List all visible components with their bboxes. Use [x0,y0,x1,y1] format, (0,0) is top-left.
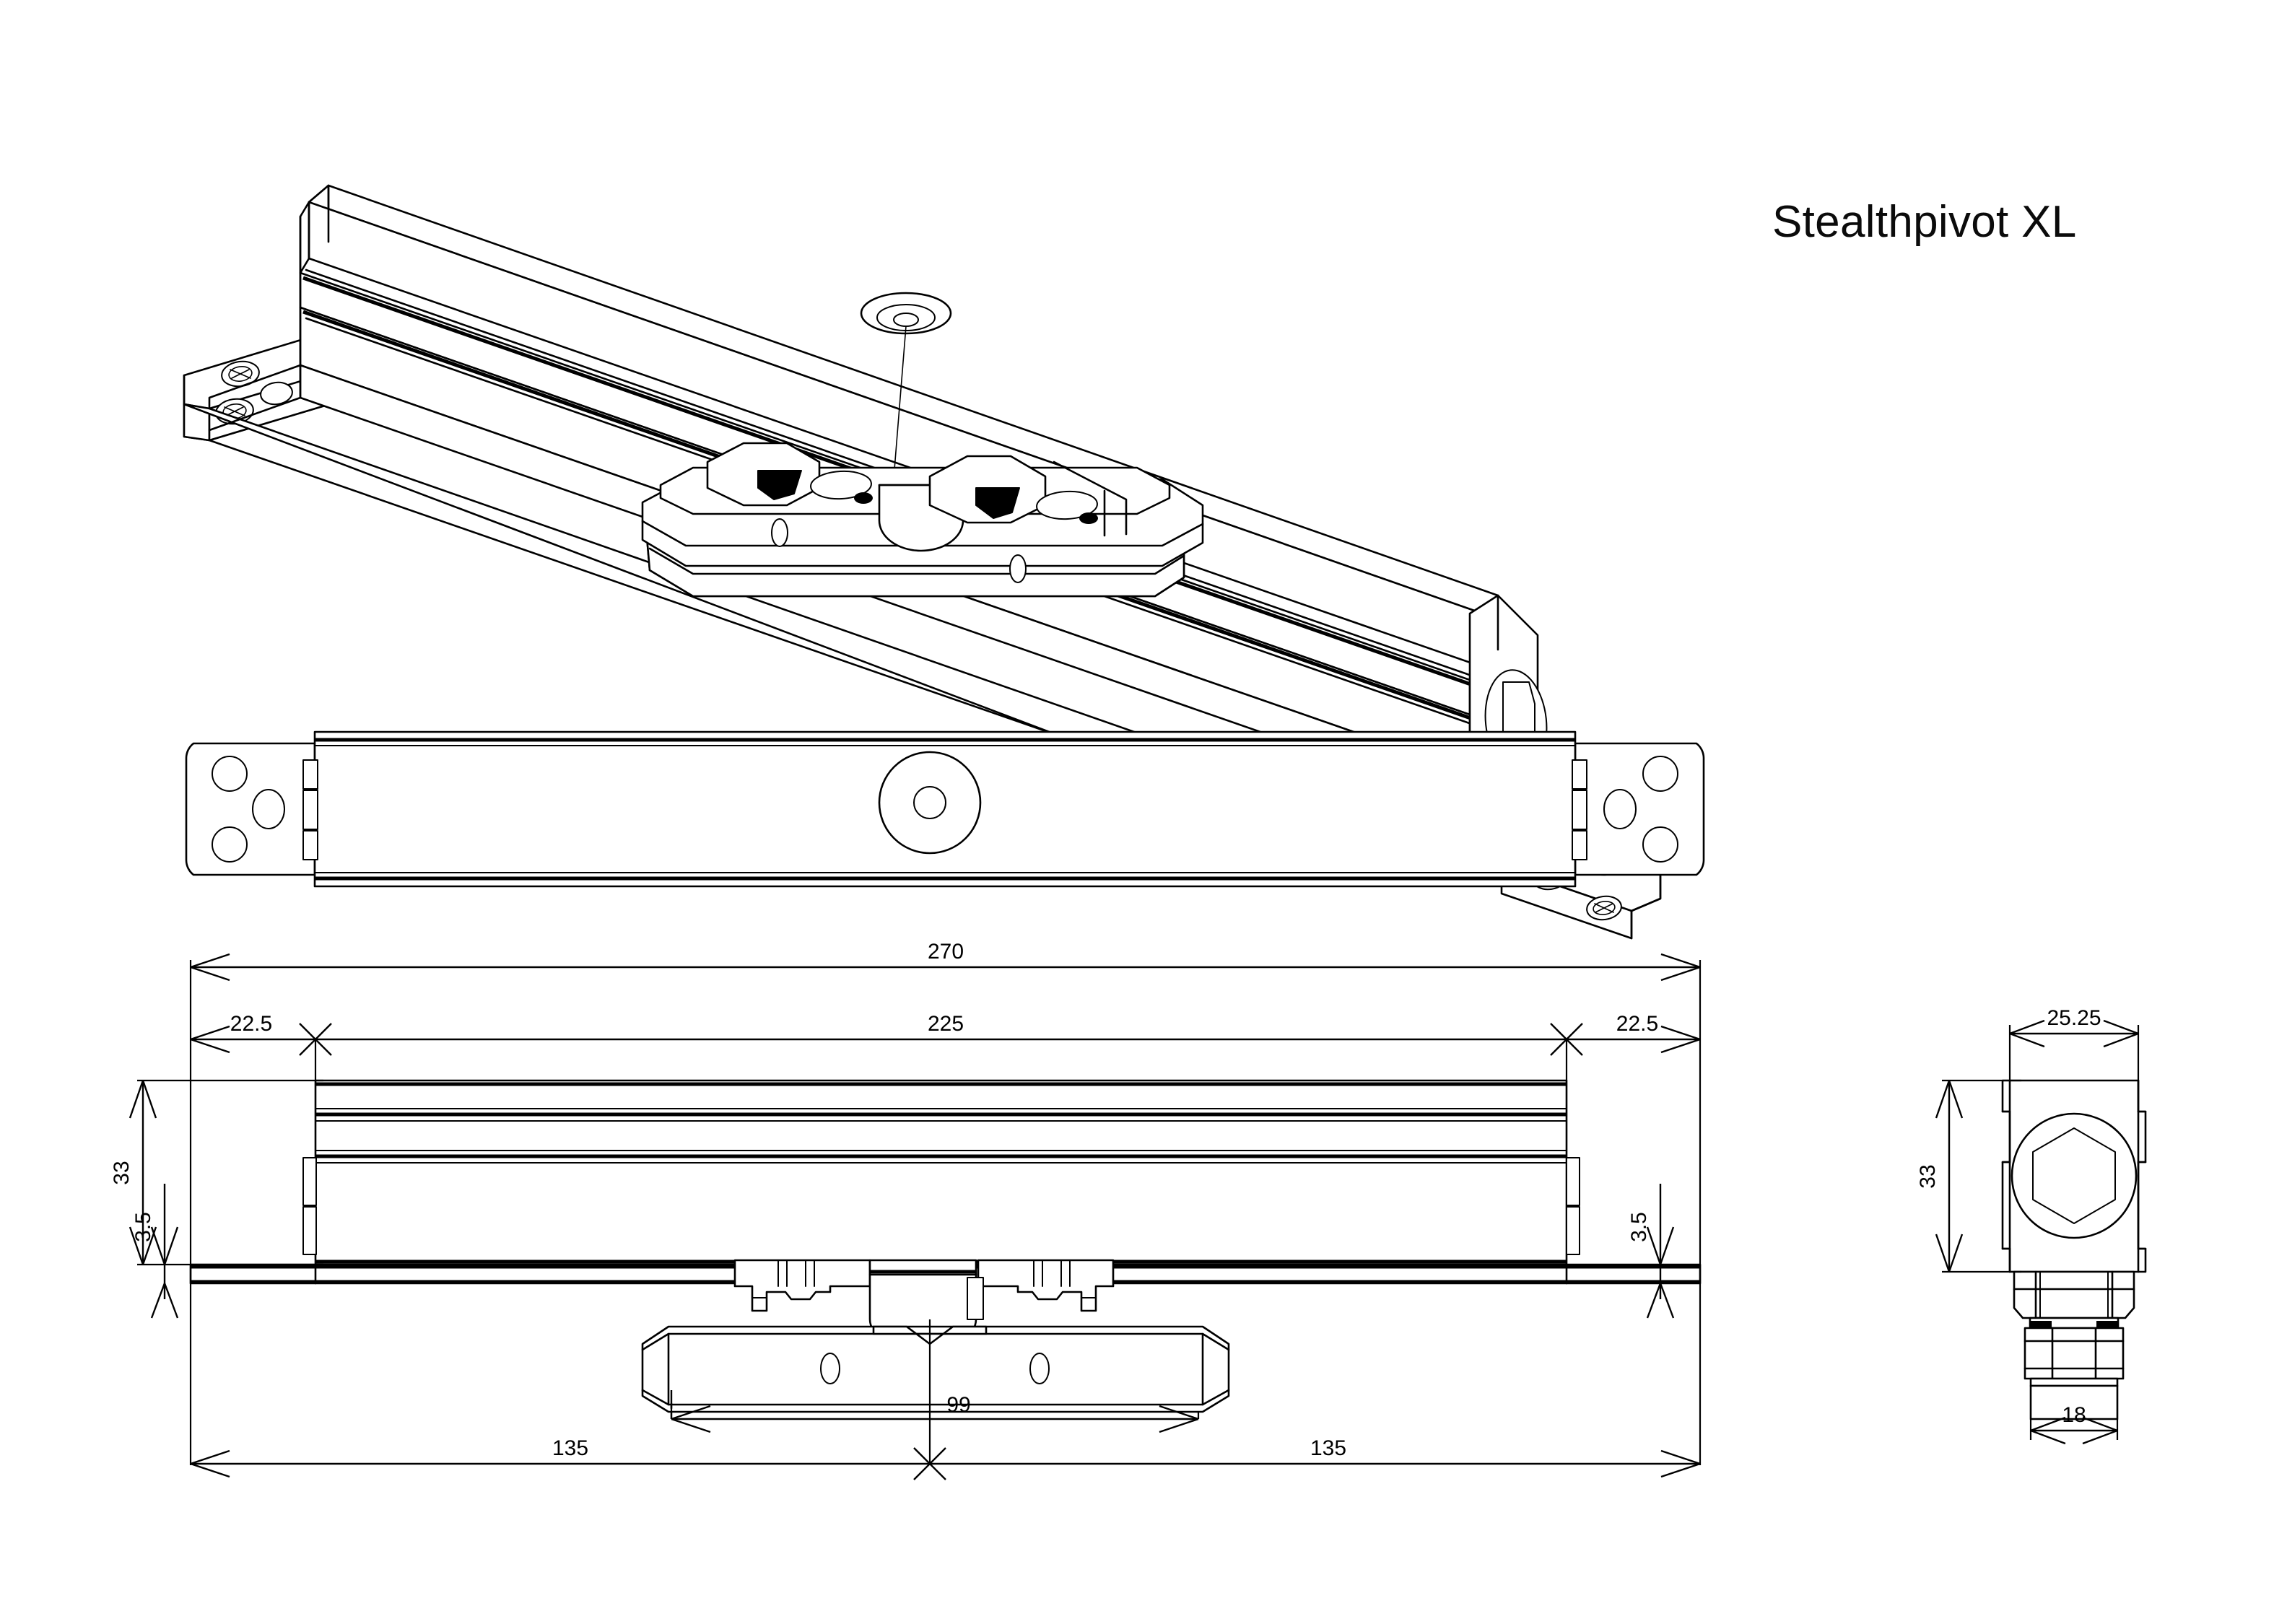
plan-view [185,730,1705,888]
dim-plate-thk-right-label: 3.5 [1627,1212,1651,1242]
dim-spindle-width-label: 18 [2062,1403,2086,1427]
dim-plate-thk-right: 3.5 [1627,1184,1675,1319]
iso-carriage-shoe [641,442,1204,598]
dim-section-height: 33 [1916,1080,1964,1272]
dim-section-width: 25.25 [2009,1006,2139,1048]
dim-overall-length: 270 [190,940,1701,982]
dim-body-height: 33 [110,1079,323,1266]
dim-right-plate-label: 22.5 [1616,1012,1658,1036]
front-shoe-hole-left [820,1353,840,1384]
front-left-rail-upper [302,1157,317,1206]
section-spindle [2023,1327,2125,1380]
section-hex-socket [2032,1127,2116,1224]
cross-section-view: 25.25 33 18 [1916,1006,2147,1445]
front-body [314,1079,1568,1266]
dim-body-length: 225 [299,1012,1583,1056]
dim-section-width-label: 25.25 [2047,1006,2101,1030]
dim-body-height-label: 33 [110,1161,134,1184]
dim-left-offset: 135 [190,1436,946,1480]
dim-section-height-label: 33 [1916,1164,1940,1188]
front-left-rail-lower [302,1206,317,1255]
iso-top-pivot-boss [860,292,952,506]
dim-shoe-width: 99 [670,1390,1200,1433]
section-view-dimensions: 25.25 33 18 [1916,1006,2140,1445]
drawing-title: Stealthpivot XL [1772,197,2077,247]
dim-left-plate-label: 22.5 [230,1012,272,1036]
dim-left-offset-label: 135 [552,1436,588,1460]
dim-shoe-width-label: 99 [946,1393,970,1417]
dim-right-plate: 22.5 [1567,1012,1701,1054]
dim-overall-length-label: 270 [928,940,964,964]
front-view-dimensions: 270 225 22.5 22.5 [110,940,1702,1480]
plan-right-plate [1574,742,1705,876]
plan-left-plate [185,742,316,876]
front-shoe-bar [641,1325,1230,1413]
dim-plate-thk-left-label: 3.5 [131,1212,155,1242]
dim-body-length-label: 225 [928,1012,964,1036]
section-collar [2013,1270,2135,1319]
dim-right-offset-label: 135 [1310,1436,1346,1460]
front-elevation-view [189,1079,1702,1413]
dim-left-plate: 22.5 [190,1012,315,1054]
dim-right-offset: 135 [930,1436,1701,1478]
front-right-rail-lower [1566,1206,1580,1255]
front-right-rail-upper [1566,1157,1580,1206]
front-shoe-hole-right [1029,1353,1050,1384]
dim-spindle-width: 18 [2030,1403,2118,1445]
plan-pivot-inner [913,786,946,819]
front-carriage-assembly [641,1259,1230,1413]
dim-plate-thk-left: 3.5 [131,1184,179,1319]
